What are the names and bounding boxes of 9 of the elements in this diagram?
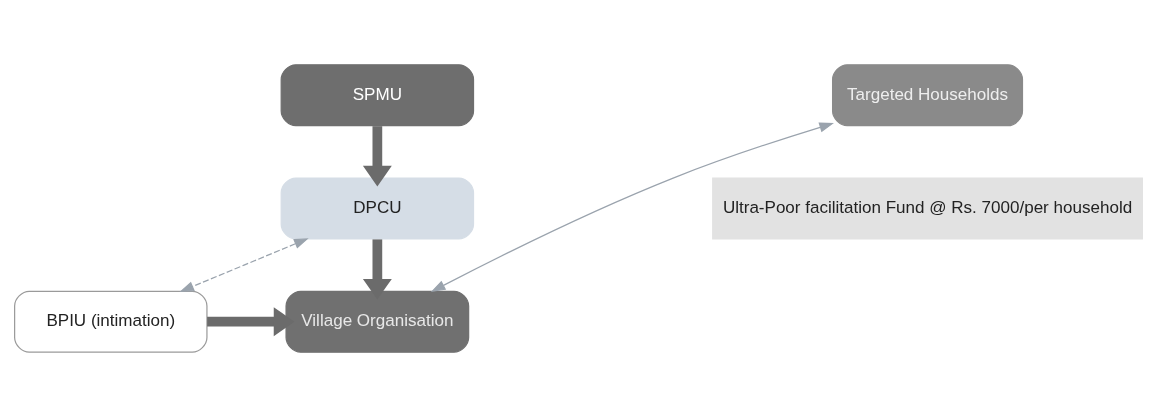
arrow — [430, 122, 834, 292]
node-box: DPCU — [280, 177, 475, 240]
node-box: BPIU (intimation) — [14, 290, 208, 353]
arrow — [179, 238, 309, 292]
node-box: Village Organisation — [285, 290, 470, 353]
node-box: Ultra-Poor facilitation Fund @ Rs. 7000/per household — [712, 177, 1143, 240]
arrow — [362, 126, 392, 187]
node-box: Targeted Households — [832, 64, 1024, 127]
node-box: SPMU — [280, 64, 475, 127]
